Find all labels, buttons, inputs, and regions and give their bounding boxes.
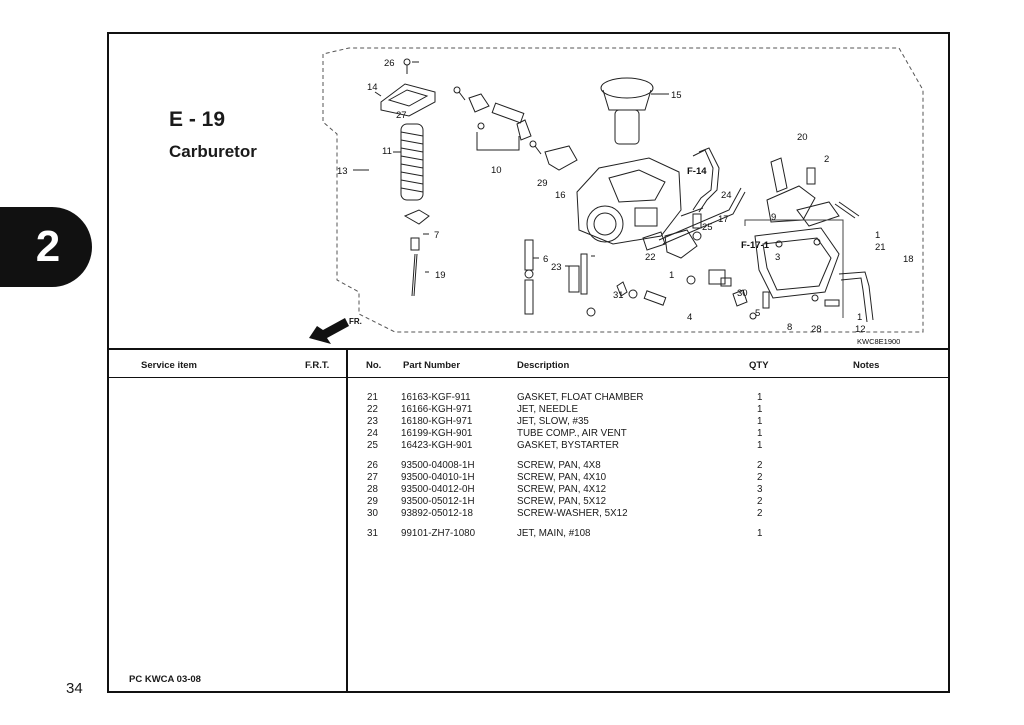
svg-text:14: 14 (367, 82, 378, 93)
col-header-notes: Notes (853, 360, 880, 371)
divider-header (109, 377, 948, 378)
svg-text:13: 13 (337, 166, 348, 177)
ref-f14: F-14 (687, 166, 707, 177)
col-header-qty: QTY (749, 360, 769, 371)
front-direction-arrow (309, 318, 349, 344)
parts-catalog-frame: E - 19 Carburetor (107, 32, 950, 693)
diagram-code: KWC8E1900 (857, 337, 900, 346)
section-title: Carburetor (169, 142, 257, 161)
svg-text:1: 1 (669, 270, 674, 281)
svg-text:21: 21 (875, 242, 886, 253)
col-header-description: Description (517, 360, 570, 371)
svg-text:7: 7 (434, 230, 439, 241)
divider-top (109, 348, 948, 350)
exploded-diagram: 26 14 27 15 11 13 10 29 16 20 2 24 25 17… (309, 40, 945, 346)
svg-text:24: 24 (721, 190, 732, 201)
svg-text:19: 19 (435, 270, 446, 281)
svg-text:10: 10 (491, 165, 502, 176)
col-header-frt: F.R.T. (305, 360, 330, 371)
svg-text:18: 18 (903, 254, 914, 265)
svg-text:20: 20 (797, 132, 808, 143)
footer-code: PC KWCA 03-08 (129, 674, 201, 685)
svg-text:25: 25 (702, 222, 713, 233)
chapter-number: 2 (35, 222, 61, 271)
svg-text:28: 28 (811, 324, 822, 335)
svg-text:30: 30 (737, 288, 748, 299)
col-header-part-number: Part Number (403, 360, 461, 371)
svg-text:29: 29 (537, 178, 548, 189)
col-header-no: No. (366, 360, 382, 371)
svg-text:17: 17 (718, 214, 729, 225)
svg-text:9: 9 (771, 212, 776, 223)
svg-text:26: 26 (384, 58, 395, 69)
svg-text:15: 15 (671, 90, 682, 101)
svg-text:6: 6 (543, 254, 548, 265)
svg-text:31: 31 (613, 290, 624, 301)
svg-text:4: 4 (687, 312, 692, 323)
direction-label: FR. (349, 317, 362, 326)
svg-text:1: 1 (875, 230, 880, 241)
svg-text:11: 11 (382, 146, 392, 157)
section-code: E - 19 (169, 108, 226, 131)
svg-text:3: 3 (775, 252, 780, 263)
chapter-tab: 2 (0, 207, 92, 287)
svg-text:12: 12 (855, 324, 866, 335)
svg-text:27: 27 (396, 110, 407, 121)
svg-text:8: 8 (787, 322, 792, 333)
svg-text:5: 5 (755, 308, 760, 319)
svg-text:23: 23 (551, 262, 562, 273)
illustration-area: E - 19 Carburetor (109, 34, 948, 348)
svg-text:22: 22 (645, 252, 656, 263)
page-number: 34 (66, 680, 83, 697)
divider-vertical (346, 348, 348, 691)
svg-text:2: 2 (824, 154, 829, 165)
col-header-service-item: Service item (141, 360, 197, 371)
carburetor-exploded-view: 26 14 27 15 11 13 10 29 16 20 2 24 25 17… (309, 47, 924, 346)
ref-f17-1: F-17-1 (741, 240, 770, 251)
svg-text:1: 1 (857, 312, 862, 323)
svg-text:16: 16 (555, 190, 566, 201)
